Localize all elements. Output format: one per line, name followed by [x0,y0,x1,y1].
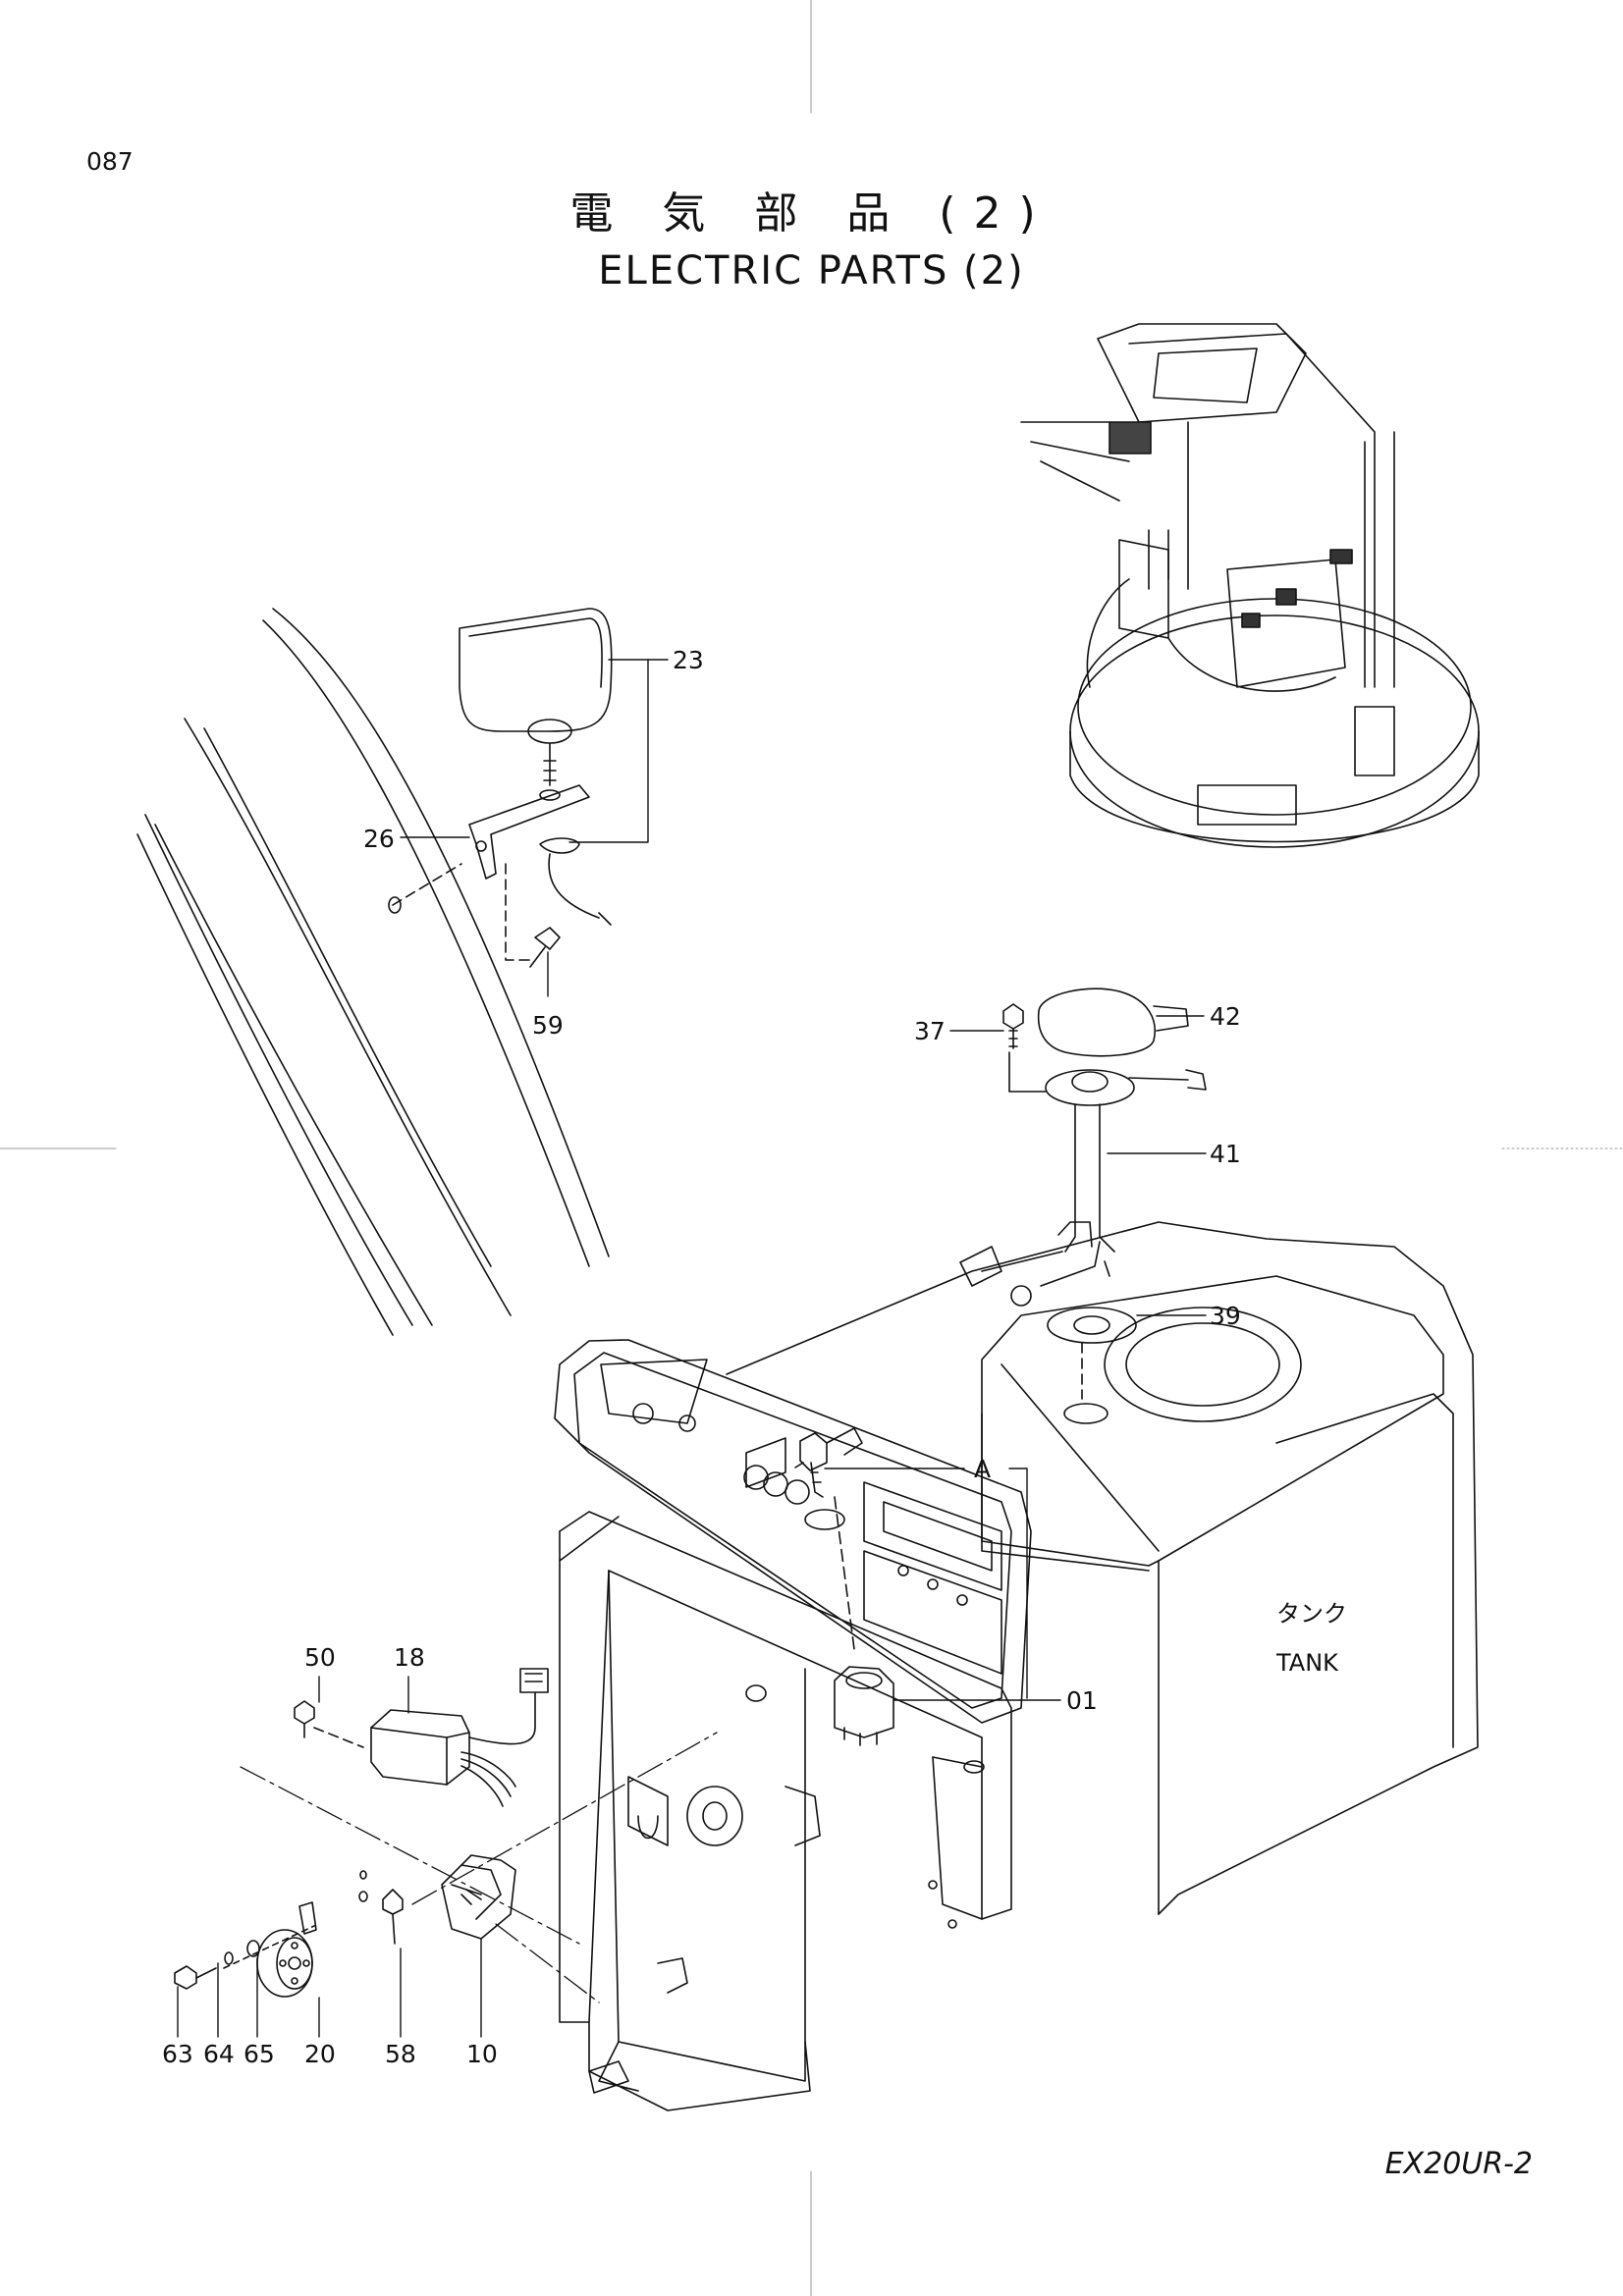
leader-lines-light [401,660,668,996]
part-label-10: 10 [466,2040,498,2068]
part-label-63: 63 [162,2040,193,2068]
part-label-20: 20 [304,2040,336,2068]
tank-label-english: TANK [1276,1649,1338,1677]
part-label-26: 26 [363,825,395,853]
leader-lines-bottom [178,1677,481,2037]
part-label-39: 39 [1210,1302,1241,1330]
leader-lines-switch [825,1468,1060,1700]
horn-assembly [175,1855,515,1997]
page-number: 087 [86,147,134,176]
dashboard-panel [555,1340,1031,1723]
fuel-sender-assembly [960,988,1206,1399]
alignment-lines [241,1733,717,2002]
part-label-59: 59 [532,1011,564,1040]
leader-lines-fuel [950,1016,1206,1315]
fuel-tank [727,1222,1478,1914]
part-label-42: 42 [1210,1002,1241,1031]
part-label-18: 18 [394,1643,425,1672]
part-label-01: 01 [1066,1686,1098,1715]
part-label-65: 65 [243,2040,275,2068]
part-label-37: 37 [914,1017,946,1045]
part-label-64: 64 [203,2040,235,2068]
part-label-41: 41 [1210,1140,1241,1168]
ignition-switch [835,1667,893,1745]
mounting-bracket-frame [560,1512,1011,2110]
page-title-japanese: 電 気 部 品 (2) [569,188,1054,239]
ignition-key [795,1428,862,1649]
model-code: EX20UR-2 [1384,2147,1533,2181]
part-label-50: 50 [304,1643,336,1672]
part-label-58: 58 [385,2040,416,2068]
body-panel-outline [137,609,609,1335]
tank-label-japanese: タンク [1276,1600,1347,1628]
machine-overview-illustration [1021,324,1479,847]
page-title-english: ELECTRIC PARTS (2) [598,248,1025,294]
work-light-assembly [389,609,612,967]
part-label-23: 23 [673,646,704,674]
part-label-A: A [974,1455,992,1483]
relay-18 [295,1669,548,1806]
